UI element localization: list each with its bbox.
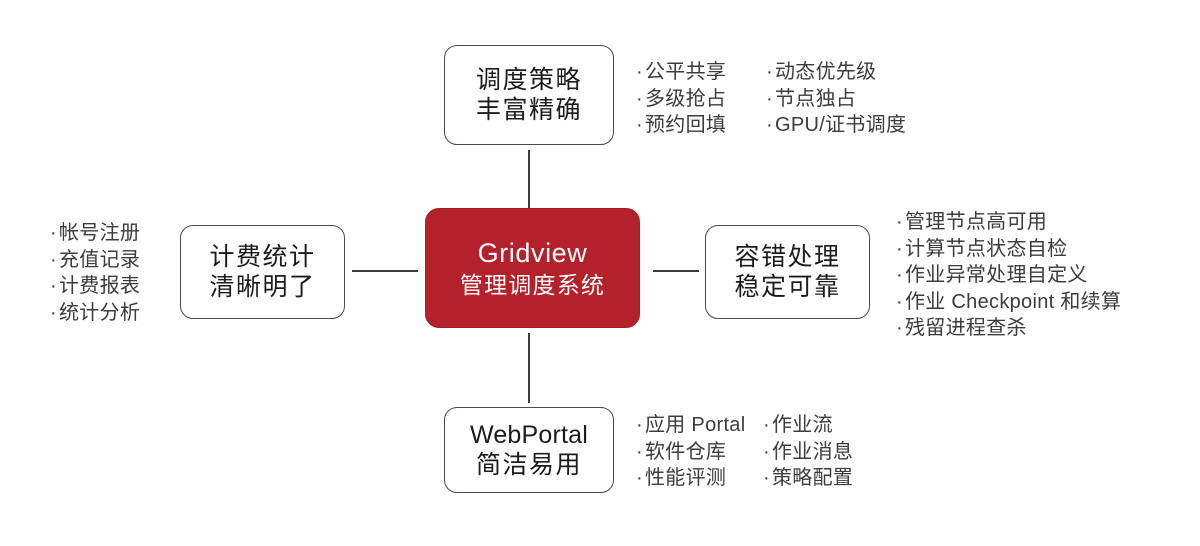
node-right-line1: 容错处理 [734, 242, 841, 271]
feature-list-top-column-1: 公平共享多级抢占预约回填 [636, 59, 726, 139]
feature-item: 帐号注册 [50, 220, 140, 247]
node-left-line2: 清晰明了 [209, 273, 316, 301]
feature-list-top-column-2: 动态优先级节点独占GPU/证书调度 [766, 59, 906, 139]
feature-list-right: 管理节点高可用计算节点状态自检作业异常处理自定义作业 Checkpoint 和续… [896, 209, 1121, 342]
connector-right [653, 270, 699, 272]
node-left-line1: 计费统计 [209, 242, 316, 271]
feature-list-bottom-column-1: 应用 Portal软件仓库性能评测 [636, 412, 745, 492]
node-top-line1: 调度策略 [475, 65, 582, 94]
feature-item: GPU/证书调度 [766, 112, 906, 139]
node-top-line2: 丰富精确 [475, 96, 582, 124]
node-webportal[interactable]: WebPortal 简洁易用 [444, 407, 614, 493]
node-scheduling-policy[interactable]: 调度策略 丰富精确 [444, 45, 614, 145]
feature-list-bottom-column-2: 作业流作业消息策略配置 [763, 412, 853, 492]
node-fault-tolerance[interactable]: 容错处理 稳定可靠 [705, 225, 870, 319]
feature-item: 计费报表 [50, 273, 140, 300]
connector-top [528, 150, 530, 208]
connector-left [352, 270, 418, 272]
node-bottom-line2: 简洁易用 [475, 451, 582, 479]
feature-item: 性能评测 [636, 465, 745, 492]
feature-item: 残留进程查杀 [896, 315, 1121, 342]
feature-item: 充值记录 [50, 247, 140, 274]
feature-item: 作业流 [763, 412, 853, 439]
feature-item: 动态优先级 [766, 59, 906, 86]
node-right-line2: 稳定可靠 [734, 273, 841, 301]
feature-item: 公平共享 [636, 59, 726, 86]
feature-item: 预约回填 [636, 112, 726, 139]
node-bottom-line1: WebPortal [469, 420, 589, 449]
feature-item: 计算节点状态自检 [896, 236, 1121, 263]
feature-list-left: 帐号注册充值记录计费报表统计分析 [50, 220, 140, 326]
feature-item: 节点独占 [766, 86, 906, 113]
feature-item: 作业 Checkpoint 和续算 [896, 289, 1121, 316]
feature-item: 策略配置 [763, 465, 853, 492]
node-center-gridview[interactable]: Gridview 管理调度系统 [425, 208, 640, 328]
feature-item: 统计分析 [50, 300, 140, 327]
connector-bottom [528, 333, 530, 403]
feature-item: 应用 Portal [636, 412, 745, 439]
node-billing-statistics[interactable]: 计费统计 清晰明了 [180, 225, 345, 319]
feature-item: 软件仓库 [636, 439, 745, 466]
center-title: Gridview [477, 238, 588, 268]
feature-item: 作业异常处理自定义 [896, 262, 1121, 289]
feature-item: 多级抢占 [636, 86, 726, 113]
feature-item: 管理节点高可用 [896, 209, 1121, 236]
feature-item: 作业消息 [763, 439, 853, 466]
center-subtitle: 管理调度系统 [459, 271, 606, 298]
